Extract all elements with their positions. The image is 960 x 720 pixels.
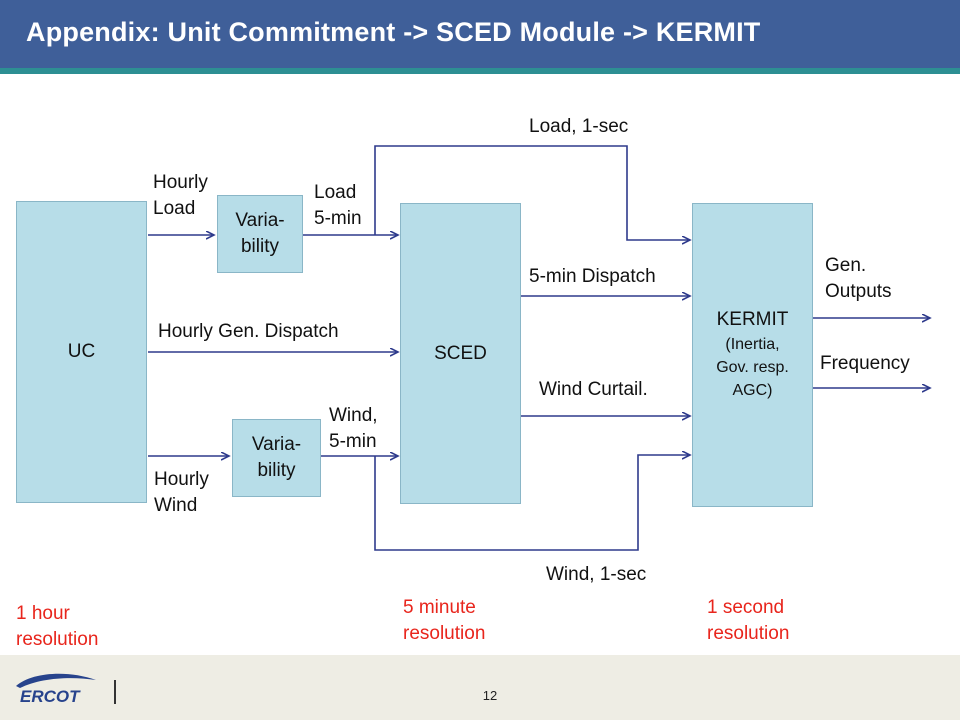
kermit-detail-1: (Inertia,	[725, 336, 780, 354]
minute-resolution-line-2: resolution	[403, 623, 486, 644]
minute-resolution-note: 5 minute resolution	[403, 595, 485, 647]
frequency-label: Frequency	[820, 353, 910, 374]
second-resolution-line-1: 1 second	[707, 597, 785, 618]
hour-resolution-note: 1 hour resolution	[16, 601, 98, 653]
wind-curtail-label: Wind Curtail.	[539, 379, 648, 400]
gen-outputs-line-1: Gen.	[825, 255, 867, 276]
footer-bar	[0, 655, 960, 720]
uc-label: UC	[67, 341, 96, 363]
wind-variability-block: Varia-bility	[232, 419, 321, 497]
sced-label: SCED	[434, 342, 487, 364]
hourly-load-line-2: Load	[153, 198, 196, 219]
page-number: 12	[482, 688, 498, 703]
ercot-logo: ERCOT	[16, 673, 96, 706]
load-5min-line-1: Load	[314, 182, 357, 203]
hourly-wind-label: Hourly Wind	[154, 467, 209, 519]
second-resolution-line-2: resolution	[707, 623, 790, 644]
logo-swoosh	[16, 673, 96, 688]
footer-divider	[114, 680, 116, 704]
gen-outputs-label: Gen. Outputs	[825, 253, 892, 305]
hourly-wind-line-1: Hourly	[154, 469, 209, 490]
load-5min-line-2: 5-min	[314, 208, 362, 229]
load-variability-label: Varia-bility	[235, 210, 285, 257]
wind-5min-line-1: Wind,	[329, 405, 378, 426]
hourly-load-label: Hourly Load	[153, 170, 208, 222]
second-resolution-note: 1 second resolution	[707, 595, 789, 647]
wind-1sec-label: Wind, 1-sec	[546, 564, 647, 585]
arrow-load-1sec	[374, 145, 690, 240]
uc-block: UC	[16, 201, 147, 503]
hourly-gen-dispatch-label: Hourly Gen. Dispatch	[158, 321, 339, 342]
load-5min-label: Load 5-min	[314, 180, 362, 232]
hourly-load-line-1: Hourly	[153, 172, 208, 193]
gen-outputs-line-2: Outputs	[825, 281, 892, 302]
header-bar	[0, 0, 960, 68]
wind-5min-label: Wind, 5-min	[329, 403, 378, 455]
kermit-label: KERMIT	[716, 309, 789, 331]
sced-block: SCED	[400, 203, 521, 504]
load-1sec-label: Load, 1-sec	[529, 116, 629, 137]
hour-resolution-line-2: resolution	[16, 629, 99, 650]
kermit-detail-3: AGC)	[732, 382, 773, 400]
load-variability-block: Varia-bility	[217, 195, 303, 273]
logo-text: ERCOT	[20, 687, 81, 706]
hour-resolution-line-1: 1 hour	[16, 603, 70, 624]
header-stripe	[0, 68, 960, 74]
dispatch-5min-label: 5-min Dispatch	[529, 266, 656, 287]
slide-title: Appendix: Unit Commitment -> SCED Module…	[26, 17, 761, 47]
hourly-wind-line-2: Wind	[154, 495, 198, 516]
arrow-wind-1sec	[374, 455, 690, 551]
kermit-detail-2: Gov. resp.	[716, 359, 789, 377]
kermit-block: KERMIT (Inertia, Gov. resp. AGC)	[692, 203, 813, 507]
minute-resolution-line-1: 5 minute	[403, 597, 476, 618]
wind-variability-label: Varia-bility	[251, 434, 302, 481]
wind-5min-line-2: 5-min	[329, 431, 377, 452]
